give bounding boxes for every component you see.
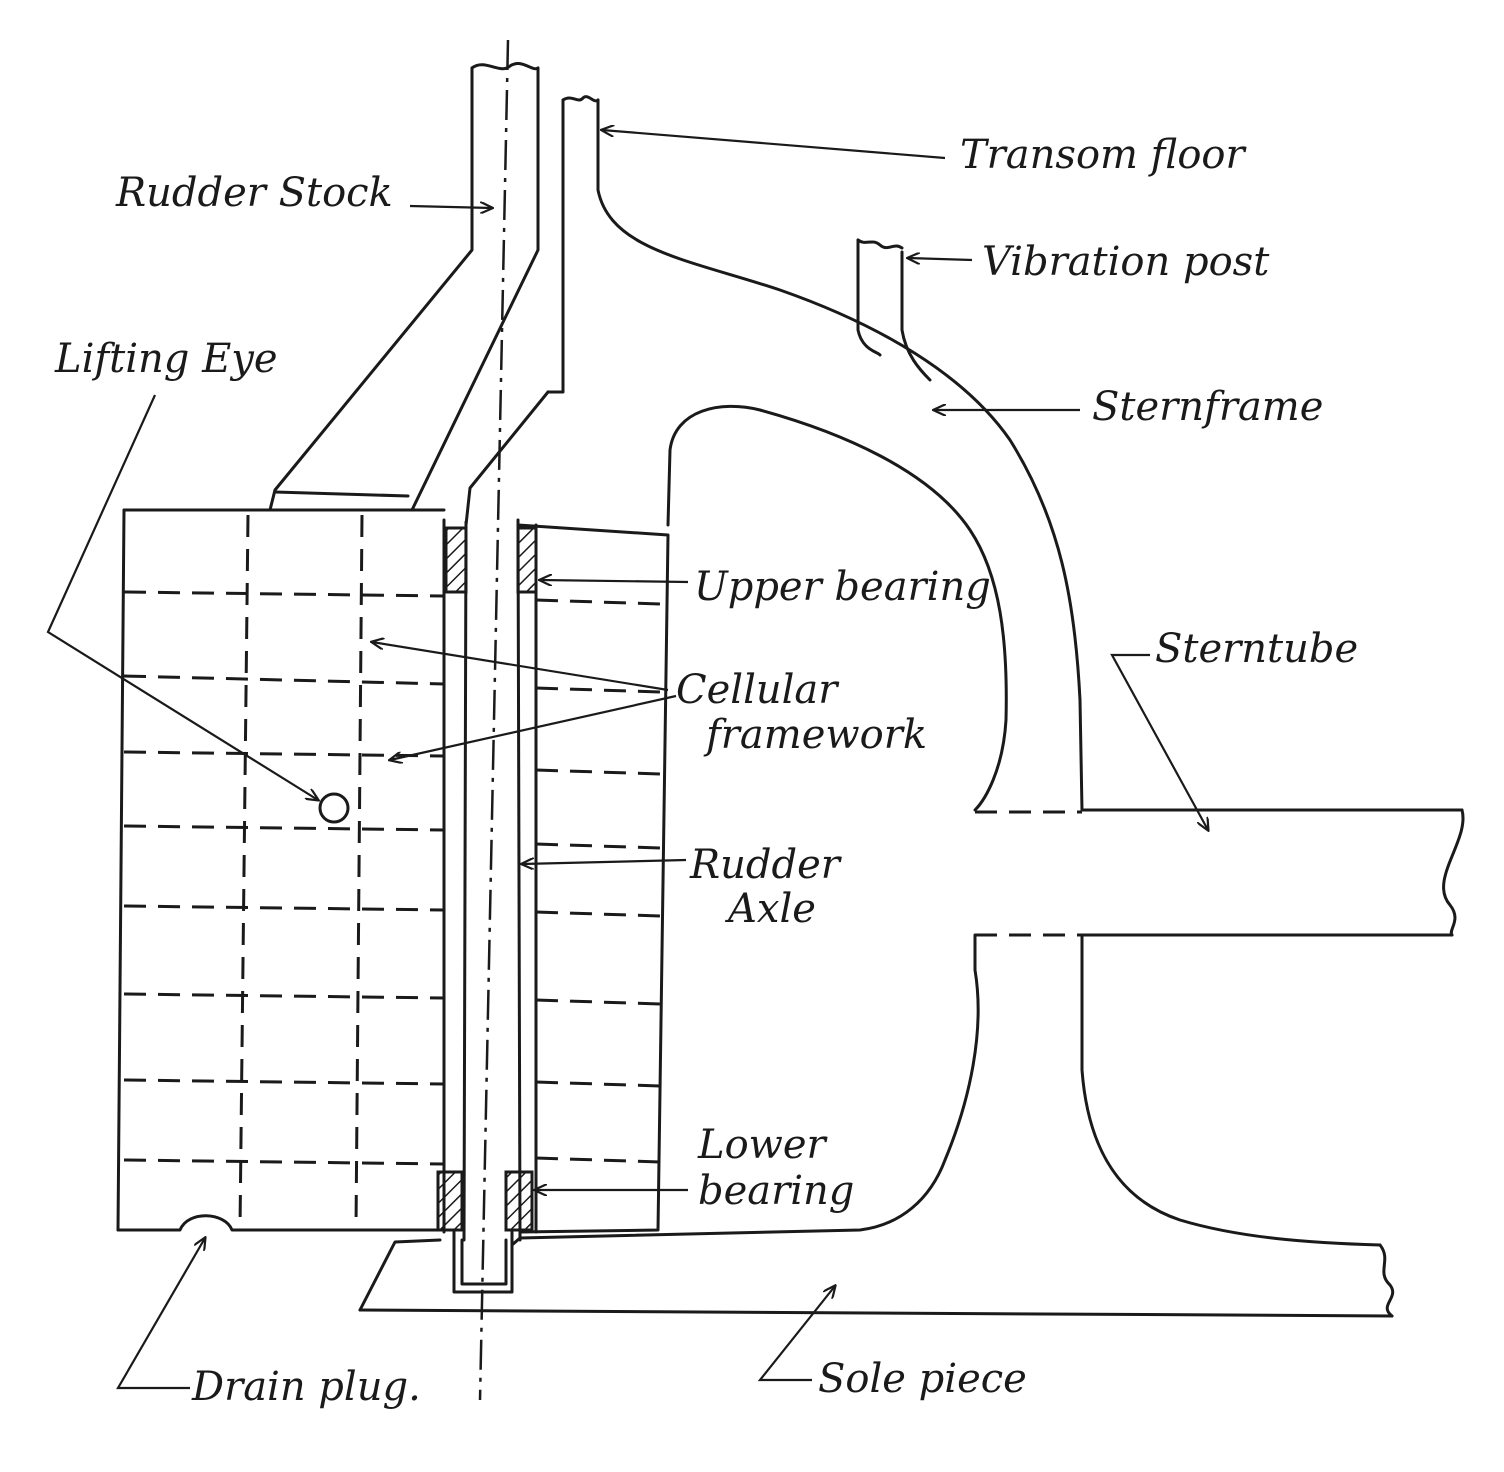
centre-line: [478, 39, 510, 1401]
lifting-eye: [318, 792, 350, 824]
label-cellular: Cellular: [676, 667, 840, 713]
label-sole-piece: Sole piece: [818, 1356, 1027, 1402]
sole-piece: [358, 1236, 1394, 1318]
label-drain-plug: Drain plug.: [191, 1364, 421, 1410]
label-sterntube: Sterntube: [1155, 626, 1358, 672]
lower-bearing: [436, 1170, 534, 1232]
label-vibration-post: Vibration post: [982, 239, 1270, 285]
label-axle: Axle: [724, 886, 816, 932]
label-lifting-eye: Lifting Eye: [54, 336, 278, 382]
label-rudder: Rudder: [689, 842, 843, 888]
upper-bearing: [444, 526, 538, 594]
cellular-framework: [123, 514, 661, 1229]
labels: Transom floor Rudder Stock Vibration pos…: [54, 132, 1358, 1410]
rudder-body: [116, 508, 670, 1234]
label-upper-bearing: Upper bearing: [694, 564, 991, 610]
sternframe: [464, 95, 1395, 1318]
label-transom-floor: Transom floor: [960, 132, 1248, 178]
label-framework: framework: [703, 712, 927, 758]
label-bearing: bearing: [698, 1168, 854, 1214]
label-lower: Lower: [697, 1122, 829, 1168]
label-sternframe: Sternframe: [1092, 384, 1323, 430]
sterntube: [975, 808, 1465, 937]
leader-lines: [46, 130, 1208, 1390]
rudder-stock: [268, 62, 540, 512]
label-rudder-stock: Rudder Stock: [115, 170, 393, 216]
vibration-post: [856, 238, 932, 382]
